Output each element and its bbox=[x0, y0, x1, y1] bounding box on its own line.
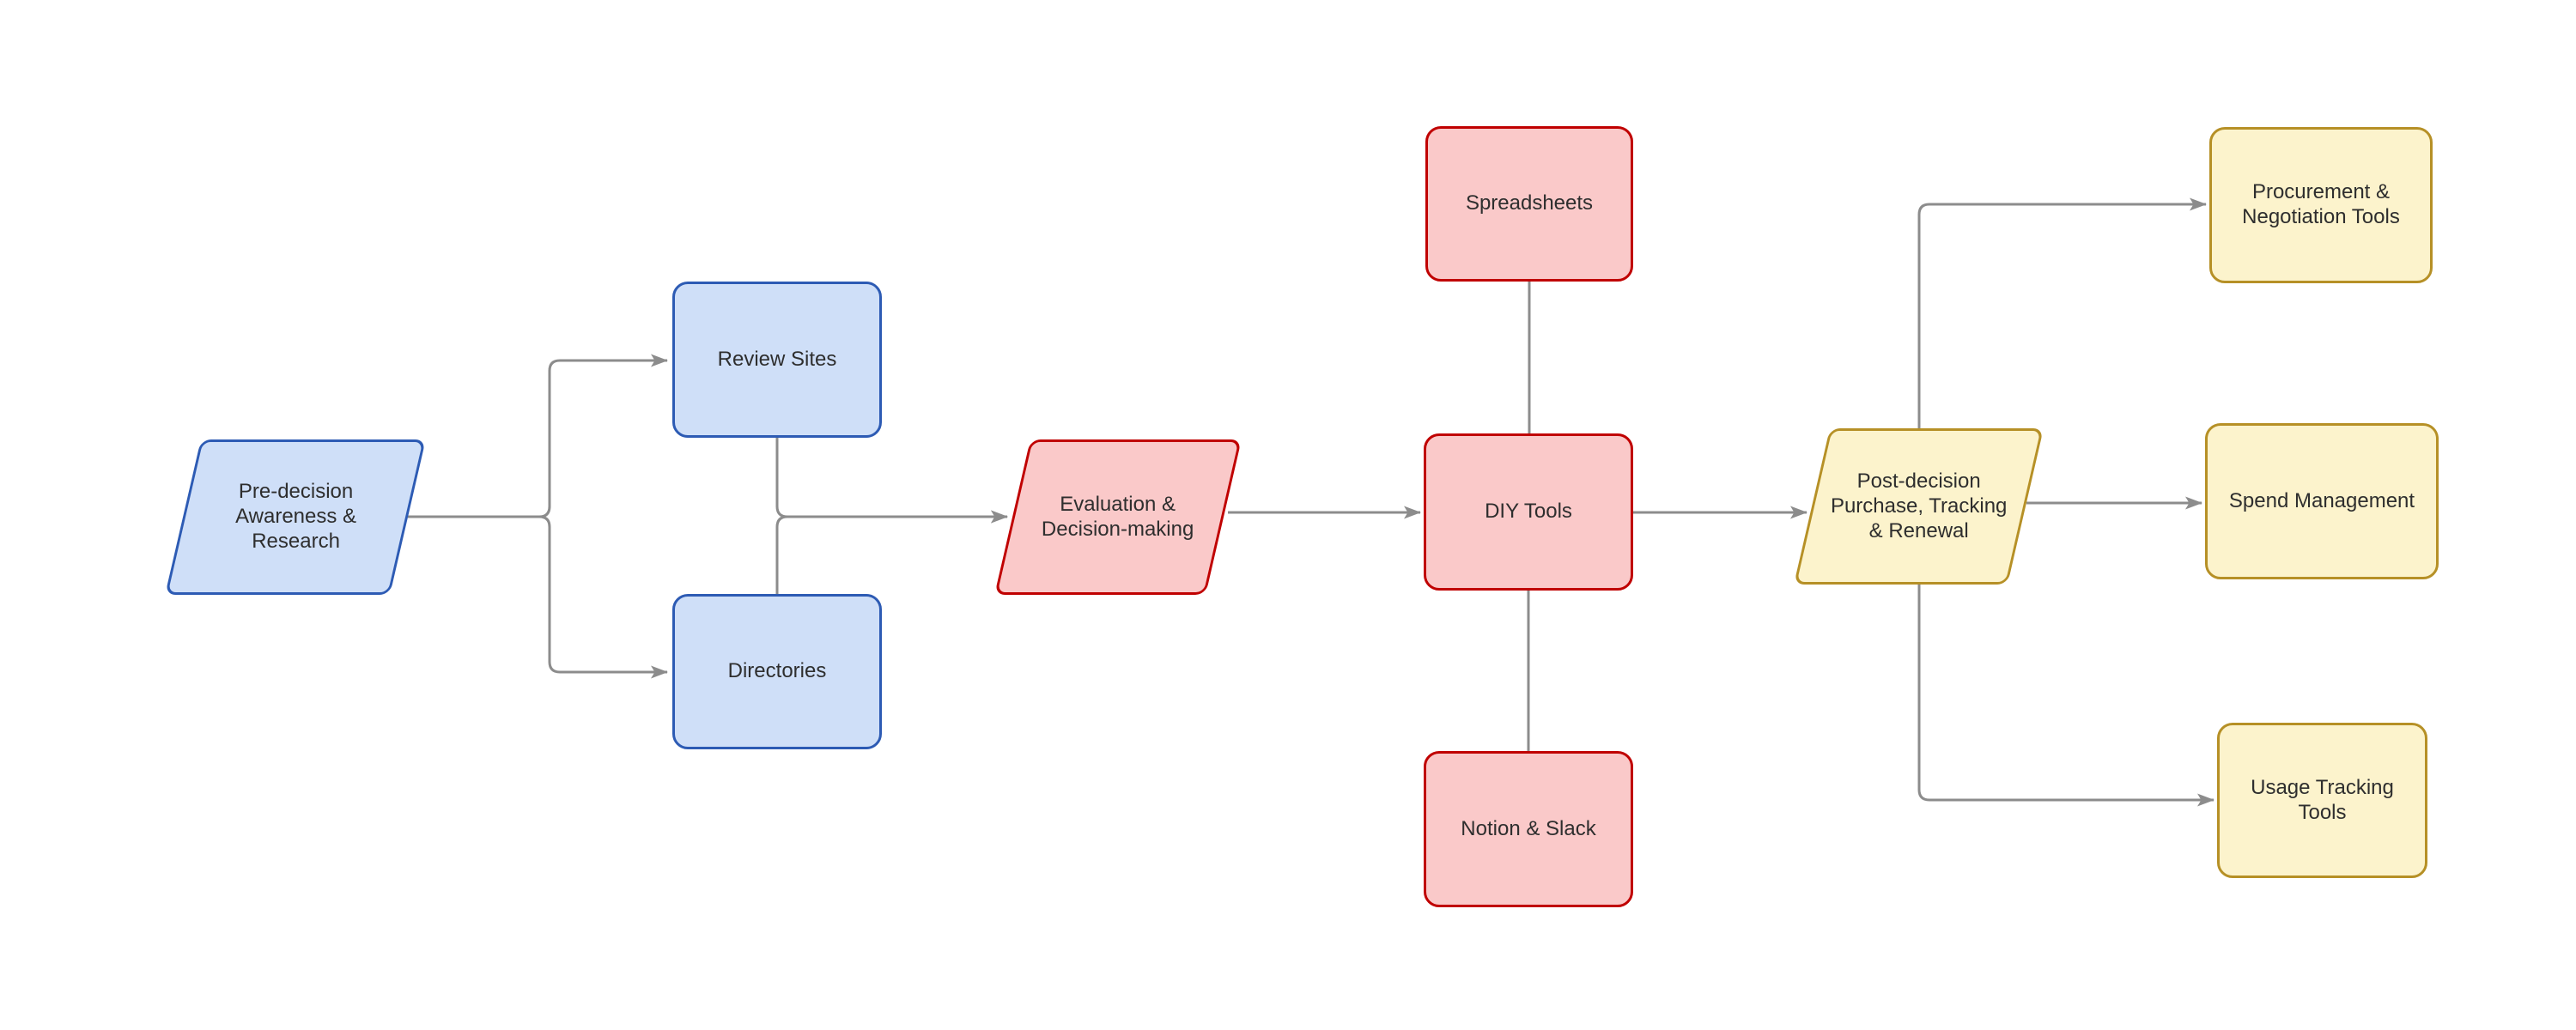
node-label-directories: Directories bbox=[727, 659, 827, 683]
edge-post-decision-purchase-tracking-renewal-to-procurement-negotiation-tools[interactable] bbox=[1917, 197, 2207, 428]
flowchart-node-notion-slack[interactable]: Notion & Slack bbox=[1424, 751, 1633, 907]
node-label-pre-decision-awareness-research: Pre-decision Awareness & Research bbox=[234, 480, 356, 553]
edge-directories-to-evaluation-decision-making[interactable] bbox=[775, 510, 1008, 594]
edge-post-decision-purchase-tracking-renewal-to-usage-tracking-tools[interactable] bbox=[1917, 585, 2215, 807]
node-label-spreadsheets: Spreadsheets bbox=[1465, 191, 1594, 215]
flowchart-node-review-sites[interactable]: Review Sites bbox=[672, 282, 882, 438]
node-label-procurement-negotiation-tools: Procurement & Negotiation Tools bbox=[2242, 180, 2400, 228]
edge-pre-decision-awareness-research-to-directories[interactable] bbox=[408, 515, 668, 679]
flowchart-node-directories[interactable]: Directories bbox=[672, 594, 882, 749]
flowchart-node-usage-tracking-tools[interactable]: Usage Tracking Tools bbox=[2217, 723, 2427, 878]
flowchart-node-evaluation-decision-making[interactable]: Evaluation & Decision-making bbox=[994, 439, 1242, 595]
node-label-notion-slack: Notion & Slack bbox=[1461, 816, 1596, 840]
node-label-review-sites: Review Sites bbox=[717, 347, 837, 371]
node-label-evaluation-decision-making: Evaluation & Decision-making bbox=[1042, 492, 1194, 541]
node-label-usage-tracking-tools: Usage Tracking Tools bbox=[2251, 775, 2394, 824]
flowchart-node-procurement-negotiation-tools[interactable]: Procurement & Negotiation Tools bbox=[2209, 127, 2433, 283]
flowchart-node-pre-decision-awareness-research[interactable]: Pre-decision Awareness & Research bbox=[165, 439, 426, 595]
flowchart-node-post-decision-purchase-tracking-renewal[interactable]: Post-decision Purchase, Tracking & Renew… bbox=[1793, 428, 2044, 585]
flowchart-node-spend-management[interactable]: Spend Management bbox=[2205, 423, 2439, 579]
flowchart-node-spreadsheets[interactable]: Spreadsheets bbox=[1425, 126, 1633, 282]
flowchart-node-diy-tools[interactable]: DIY Tools bbox=[1424, 433, 1633, 591]
node-label-diy-tools: DIY Tools bbox=[1485, 500, 1572, 524]
node-label-post-decision-purchase-tracking-renewal: Post-decision Purchase, Tracking & Renew… bbox=[1830, 469, 2008, 542]
node-label-spend-management: Spend Management bbox=[2228, 488, 2415, 512]
